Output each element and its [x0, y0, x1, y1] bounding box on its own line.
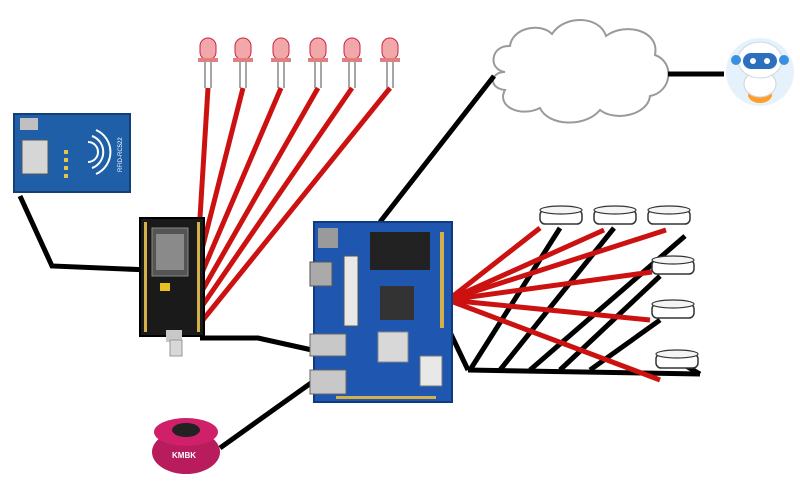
- led-4: [308, 37, 328, 88]
- actuator-5: [651, 299, 695, 319]
- led-6: [380, 37, 400, 88]
- actuator-6: [655, 349, 699, 369]
- wire-nodemcu-board: [200, 335, 313, 353]
- nodemcu-board: [139, 217, 205, 357]
- wire-board-cloud: [378, 74, 496, 224]
- rfid-antenna-icon: [87, 129, 112, 175]
- led-5: [342, 37, 362, 88]
- actuator-2: [593, 205, 637, 225]
- actuator-3: [647, 205, 691, 225]
- speaker-brand-label: KMBK: [172, 451, 196, 460]
- speaker: KMBK: [152, 418, 220, 474]
- actuator-array: [539, 205, 699, 369]
- led-3: [271, 37, 291, 88]
- rfid-module: RFID-RC522: [13, 113, 131, 193]
- led-2: [233, 37, 253, 88]
- wire-rfid: [17, 194, 151, 273]
- actuator-signal-wires: [446, 226, 667, 383]
- wire-speaker: [218, 375, 320, 451]
- led-wires: [195, 86, 392, 328]
- cloud-icon: [492, 19, 670, 124]
- actuator-1: [539, 205, 583, 225]
- robot-icon: [726, 38, 794, 106]
- actuator-4: [651, 255, 695, 275]
- led-array: [198, 37, 400, 88]
- main-board: [309, 221, 453, 403]
- rfid-board-label: RFID-RC522: [118, 137, 124, 172]
- wires: [17, 71, 724, 451]
- led-1: [198, 37, 218, 88]
